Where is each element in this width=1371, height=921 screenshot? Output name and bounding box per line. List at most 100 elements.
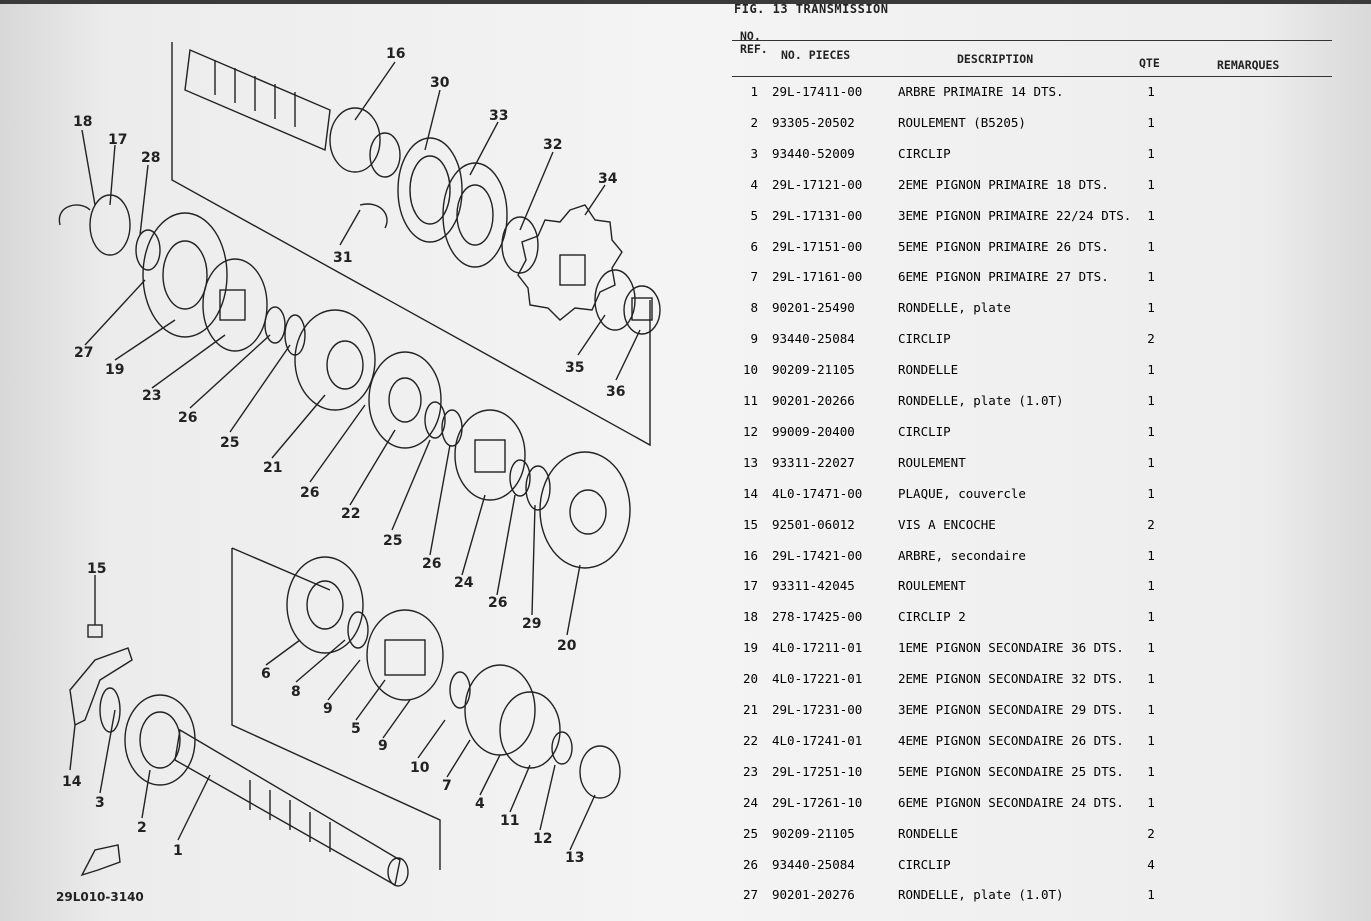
part-number: 90209-21105: [772, 362, 855, 378]
callout-label: 3: [95, 795, 105, 811]
header-description: DESCRIPTION: [957, 52, 1034, 66]
document-code: 29L010-3140: [56, 890, 144, 904]
part-quantity: 1: [1144, 918, 1158, 921]
part-number: 99009-20400: [772, 423, 855, 439]
part-description: 3EME PIGNON PRIMAIRE 22/24 DTS.: [898, 207, 1132, 223]
part-quantity: 1: [1147, 238, 1155, 254]
header-remarks: REMARQUES: [1217, 58, 1280, 72]
part-number: 93440-52009: [772, 145, 855, 161]
part-number: 29L-17121-00: [772, 176, 863, 192]
part-description: CIRCLIP: [898, 331, 951, 347]
part-description: CIRCLIP: [898, 423, 951, 439]
part-quantity: 1: [1147, 114, 1155, 130]
part-quantity: 1: [1147, 176, 1155, 192]
part-quantity: 1: [1147, 887, 1155, 903]
callout-label: 27: [74, 345, 93, 361]
part-quantity: 1: [1147, 794, 1155, 810]
part-description: 2EME PIGNON PRIMAIRE 18 DTS.: [898, 176, 1109, 192]
ref-number: 1: [750, 84, 758, 99]
ref-number: 14: [742, 485, 758, 501]
part-quantity: 1: [1147, 485, 1155, 501]
ref-number: 16: [742, 547, 758, 563]
part-description: RONDELLE, plate: [898, 300, 1011, 316]
part-number: 90201-25490: [772, 300, 855, 316]
part-description: VIS A ENCOCHE: [898, 516, 996, 532]
part-description: RONDELLE: [898, 362, 959, 378]
part-quantity: 2: [1147, 516, 1155, 532]
ref-number: 8: [750, 300, 758, 316]
callout-label: 13: [565, 850, 584, 866]
part-description: 6EME PIGNON SECONDAIRE 24 DTS.: [898, 794, 1124, 810]
callout-label: 2: [137, 820, 147, 836]
ref-number: 11: [742, 393, 758, 408]
part-quantity: 1: [1147, 393, 1155, 408]
callout-label: 24: [454, 575, 474, 591]
part-quantity: 1: [1147, 732, 1155, 748]
ref-number: 25: [742, 825, 758, 841]
callout-label: 9: [323, 701, 333, 717]
figure-title: FIG. 13 TRANSMISSION: [734, 2, 889, 16]
part-number: 4L0-17221-01: [772, 671, 863, 687]
part-description: RONDELLE, plate (1.0T): [898, 393, 1064, 408]
callout-label: 11: [500, 813, 519, 829]
callout-label: 23: [142, 388, 161, 404]
part-description: 3EME PIGNON SECONDAIRE 29 DTS.: [898, 702, 1124, 717]
part-quantity: 1: [1147, 454, 1155, 470]
ref-number: 5: [750, 207, 758, 223]
part-quantity: 1: [1147, 84, 1155, 99]
part-description: ARBRE, secondaire: [898, 547, 1026, 563]
callout-label: 26: [422, 556, 441, 572]
ref-number: 2: [750, 114, 758, 130]
part-number: 90209-21105: [772, 825, 855, 841]
part-quantity: 1: [1147, 145, 1155, 161]
callout-label: 20: [557, 638, 577, 654]
part-quantity: 1: [1147, 640, 1155, 656]
part-quantity: 1: [1147, 609, 1155, 625]
part-quantity: 1: [1147, 362, 1155, 378]
part-number: 29L-17131-00: [772, 207, 863, 223]
callout-label: 29: [522, 616, 541, 632]
callout-label: 34: [598, 171, 618, 187]
callout-label: 14: [62, 774, 82, 790]
part-quantity: 1: [1147, 702, 1155, 717]
ref-number: 9: [750, 331, 758, 347]
ref-number: 3: [750, 145, 758, 161]
callout-label: 8: [291, 684, 301, 700]
header-rule-top: [732, 40, 1332, 41]
part-description: 4EME PIGNON SECONDAIRE 26 DTS.: [898, 732, 1124, 748]
table-row: 8 90201-25490 RONDELLE, plate 1: [732, 300, 1342, 330]
ref-number: 23: [742, 763, 758, 779]
part-quantity: 1: [1147, 763, 1155, 779]
part-description: RONDELLE, plate (1.0T): [898, 887, 1064, 903]
callout-label: 7: [442, 778, 452, 794]
ref-number: 27: [742, 887, 758, 903]
header-rule-bottom: [732, 76, 1332, 77]
ref-number: 22: [742, 732, 758, 748]
callout-label: 28: [141, 150, 160, 166]
callout-label: 12: [533, 831, 552, 847]
part-quantity: 1: [1147, 300, 1155, 316]
callout-label: 19: [105, 362, 124, 378]
part-number: 93311-22027: [772, 454, 855, 470]
ref-number: 12: [742, 423, 758, 439]
callout-label: 31: [333, 250, 352, 266]
ref-number: 4: [750, 176, 758, 192]
part-description: 2EME PIGNON SECONDAIRE 32 DTS.: [898, 671, 1124, 687]
header-part-number: NO. PIECES: [781, 48, 851, 62]
callout-label: 26: [488, 595, 507, 611]
